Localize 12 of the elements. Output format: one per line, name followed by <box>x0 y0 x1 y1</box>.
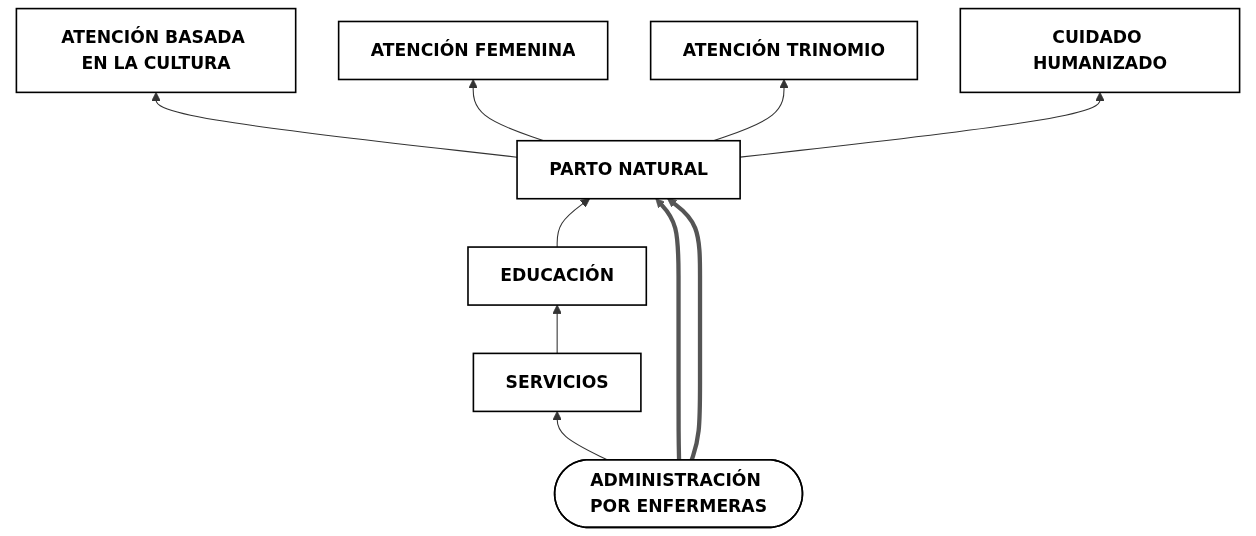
node-box: EDUCACIÓN <box>467 246 648 306</box>
node-box: ATENCIÓN BASADA EN LA CULTURA <box>15 7 297 94</box>
node-box: CUIDADO HUMANIZADO <box>959 7 1241 94</box>
arrow <box>552 304 562 354</box>
node-box: SERVICIOS <box>472 352 642 413</box>
arrow <box>151 91 518 158</box>
node-box: ATENCIÓN TRINOMIO <box>649 20 919 81</box>
arrow <box>556 198 591 248</box>
node-box: PARTO NATURAL <box>516 139 741 200</box>
arrow <box>655 198 682 461</box>
arrow <box>667 198 703 461</box>
node-box: ATENCIÓN FEMENINA <box>337 20 609 81</box>
